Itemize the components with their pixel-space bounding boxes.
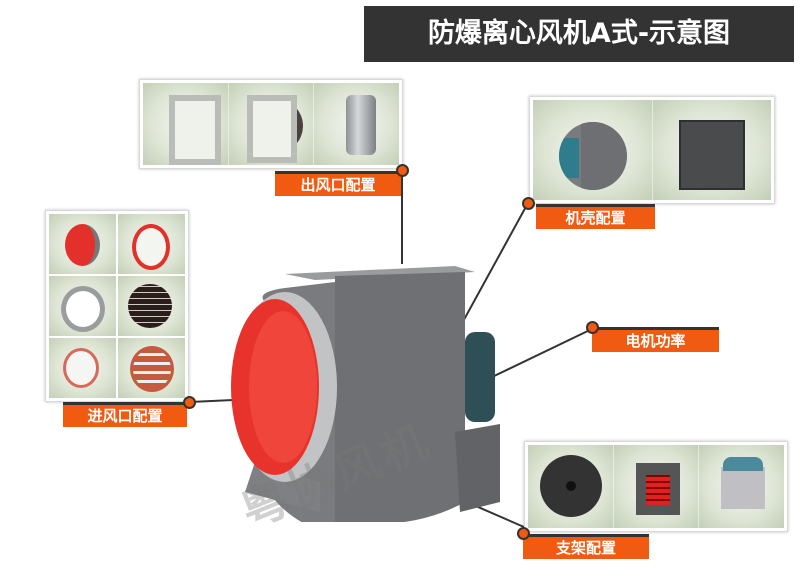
inlet-callout-dot [183, 396, 196, 409]
inlet-flange-ring-icon [49, 276, 116, 336]
motor-base-icon [699, 445, 785, 528]
outlet-config-panel [139, 79, 403, 169]
inlet-grille-icon [118, 276, 185, 336]
red-inlet-cone-icon [49, 214, 116, 274]
inlet-config-panel [45, 210, 189, 402]
outlet-callout-dot [396, 164, 409, 177]
centrifugal-fan-illustration [231, 266, 500, 522]
support-config-panel [524, 441, 788, 532]
motor-power-label: 电机功率 [592, 327, 719, 352]
page-title: 防爆离心风机A式-示意图 [364, 6, 794, 62]
housing-config-label: 机壳配置 [536, 204, 655, 229]
red-flange-ring-icon [49, 338, 116, 398]
outlet-config-label: 出风口配置 [275, 171, 401, 196]
housing-config-panel [529, 96, 775, 204]
cylindrical-silencer-icon [314, 83, 400, 165]
support-config-label: 支架配置 [523, 534, 649, 559]
inlet-damper-icon [118, 338, 185, 398]
inlet-config-label: 进风口配置 [63, 402, 187, 427]
motor-callout-dot [586, 321, 599, 334]
red-inlet-ring-icon [118, 214, 185, 274]
flange-with-damper-icon [228, 83, 315, 165]
support-callout-dot [517, 527, 530, 540]
housing-callout-dot [522, 197, 535, 210]
access-door-icon [652, 100, 771, 200]
rubber-damper-pad-icon [528, 445, 614, 528]
rectangular-flange-icon [143, 83, 229, 165]
spring-vibration-isolator-icon [613, 445, 700, 528]
housing-cutaway-icon [533, 100, 653, 200]
